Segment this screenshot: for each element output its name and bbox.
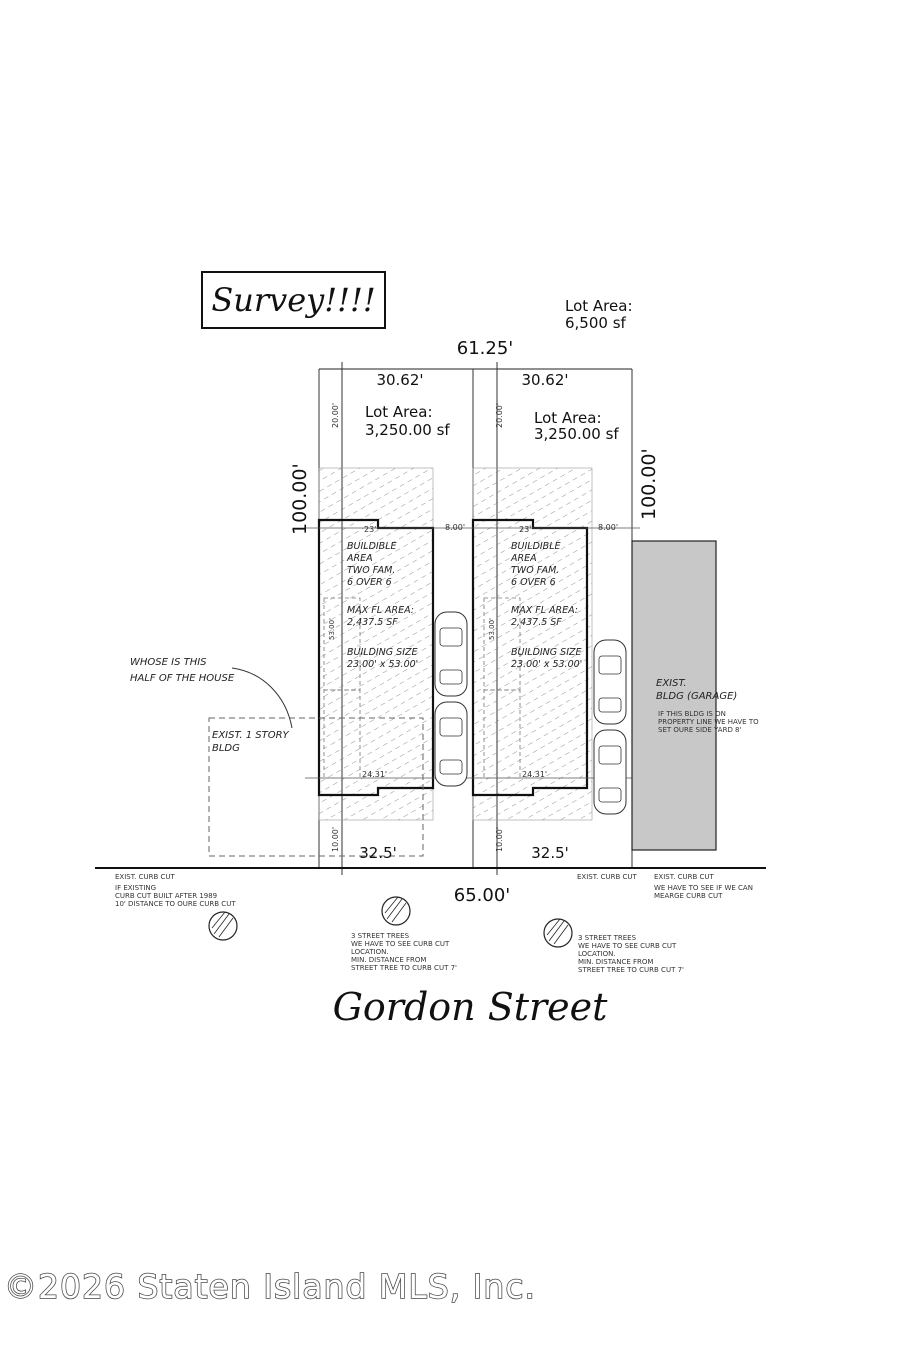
curb-note-left: EXIST. CURB CUT IF EXISTING CURB CUT BUI…: [115, 873, 236, 908]
existing-garage: [631, 540, 717, 851]
garage-note-3: SET OURE SIDE YARD 8': [658, 726, 742, 734]
lot-1-depth: 100.00': [289, 463, 311, 535]
lot-1-building-footprint: [317, 518, 435, 797]
lot-2-building-depth: 53.00': [488, 618, 496, 640]
lot-1-area-label: Lot Area:: [365, 403, 433, 421]
svg-text:MEARGE CURB CUT: MEARGE CURB CUT: [654, 892, 723, 900]
lot-1-side-yard-top: 8.00': [445, 523, 465, 532]
lot-2-side-yard-top: 8.00': [598, 523, 618, 532]
svg-text:23.00' x 53.00': 23.00' x 53.00': [347, 659, 418, 670]
overall-bottom-dimension: 65.00': [454, 885, 510, 906]
question-note-2: HALF OF THE HOUSE: [130, 673, 235, 684]
tree-note-1: 3 STREET TREES WE HAVE TO SEE CURB CUT L…: [351, 932, 457, 972]
svg-text:EXIST. CURB CUT: EXIST. CURB CUT: [654, 873, 715, 881]
question-note-1: WHOSE IS THIS: [130, 657, 207, 668]
garage-label-1: EXIST.: [656, 678, 687, 689]
svg-text:23.00' x 53.00': 23.00' x 53.00': [511, 659, 582, 670]
svg-text:6 OVER 6: 6 OVER 6: [347, 577, 392, 588]
svg-text:10' DISTANCE TO OURE CURB CUT: 10' DISTANCE TO OURE CURB CUT: [115, 900, 236, 908]
street-tree-icon: [381, 896, 411, 926]
curb-note-middle: EXIST. CURB CUT: [577, 873, 638, 881]
lot-1-hatched-area: [318, 467, 434, 821]
svg-text:TWO FAM.: TWO FAM.: [347, 565, 395, 576]
svg-text:3 STREET TREES: 3 STREET TREES: [578, 934, 637, 942]
lot-1-rear-yard: 20.00': [331, 403, 340, 428]
lot-1-dashed-outline-lower: [323, 689, 361, 779]
lot-2-top-width: 30.62': [521, 371, 568, 389]
lot-2-bottom-width: 32.5': [531, 844, 569, 862]
svg-text:CURB CUT BUILT AFTER 1989: CURB CUT BUILT AFTER 1989: [115, 892, 217, 900]
existing-building-label-2: BLDG: [212, 743, 240, 754]
svg-text:2,437.5 SF: 2,437.5 SF: [347, 617, 398, 628]
svg-text:AREA: AREA: [346, 553, 373, 564]
lot-1-bottom-width: 32.5': [359, 844, 397, 862]
lot-1-notes: BUILDIBLE AREA TWO FAM. 6 OVER 6 MAX FL …: [346, 541, 418, 670]
lot-1-front-yard: 10.00': [331, 827, 340, 852]
svg-text:WE HAVE TO SEE CURB CUT: WE HAVE TO SEE CURB CUT: [351, 940, 450, 948]
svg-text:WE HAVE TO SEE IF WE CAN: WE HAVE TO SEE IF WE CAN: [654, 884, 753, 892]
svg-text:AREA: AREA: [510, 553, 537, 564]
street-name: Gordon Street: [332, 985, 608, 1029]
curb-note-right: EXIST. CURB CUT WE HAVE TO SEE IF WE CAN…: [654, 873, 753, 900]
svg-text:BUILDING SIZE: BUILDING SIZE: [511, 647, 582, 658]
lot-2-dashed-outline: [483, 597, 521, 691]
lot-2-area-value: 3,250.00 sf: [534, 425, 619, 443]
lot-2-front-yard: 10.00': [495, 827, 504, 852]
svg-text:BUILDIBLE: BUILDIBLE: [347, 541, 397, 552]
svg-text:BUILDIBLE: BUILDIBLE: [511, 541, 561, 552]
lot-2-building-footprint: [471, 518, 589, 797]
existing-one-story-building: [208, 717, 424, 857]
lot-1-building-width: 23': [364, 525, 376, 534]
lot-1-top-width: 30.62': [376, 371, 423, 389]
street-tree-icon: [543, 918, 573, 948]
svg-text:MAX FL AREA:: MAX FL AREA:: [511, 605, 578, 616]
survey-title: Survey!!!!: [201, 271, 386, 329]
tree-note-2: 3 STREET TREES WE HAVE TO SEE CURB CUT L…: [578, 934, 684, 974]
garage-note-2: PROPERTY LINE WE HAVE TO: [658, 718, 759, 726]
lot-1-dashed-outline: [323, 597, 361, 691]
svg-text:EXIST. CURB CUT: EXIST. CURB CUT: [115, 873, 176, 881]
svg-text:MAX FL AREA:: MAX FL AREA:: [347, 605, 414, 616]
lot-2-notes: BUILDIBLE AREA TWO FAM. 6 OVER 6 MAX FL …: [510, 541, 582, 670]
svg-text:WE HAVE TO SEE CURB CUT: WE HAVE TO SEE CURB CUT: [578, 942, 677, 950]
svg-text:MIN. DISTANCE FROM: MIN. DISTANCE FROM: [578, 958, 653, 966]
svg-text:3 STREET TREES: 3 STREET TREES: [351, 932, 410, 940]
svg-text:STREET TREE TO CURB CUT 7': STREET TREE TO CURB CUT 7': [578, 966, 684, 974]
car-icon: [593, 729, 627, 815]
total-lot-area-label: Lot Area:: [565, 297, 633, 315]
lot-1-area-value: 3,250.00 sf: [365, 421, 450, 439]
overall-top-dimension: 61.25': [457, 338, 513, 359]
lot-1-building-depth: 53.00': [328, 618, 336, 640]
garage-note-1: IF THIS BLDG IS ON: [658, 710, 726, 718]
copyright-watermark: ©2026 Staten Island MLS, Inc.: [3, 1266, 536, 1307]
svg-text:6 OVER 6: 6 OVER 6: [511, 577, 556, 588]
svg-text:STREET TREE TO CURB CUT 7': STREET TREE TO CURB CUT 7': [351, 964, 457, 972]
lot-2-building-width-bottom: 24.31': [522, 770, 547, 779]
car-icon: [434, 611, 468, 697]
svg-text:MIN. DISTANCE FROM: MIN. DISTANCE FROM: [351, 956, 426, 964]
total-lot-area-value: 6,500 sf: [565, 314, 627, 332]
lot-2-area-label: Lot Area:: [534, 409, 602, 427]
car-icon: [593, 639, 627, 725]
lot-2-dashed-outline-lower: [483, 689, 521, 779]
svg-text:LOCATION.: LOCATION.: [351, 948, 389, 956]
lot-2-rear-yard: 20.00': [495, 403, 504, 428]
lot-2-depth: 100.00': [638, 448, 660, 520]
street-tree-icon: [208, 911, 238, 941]
lot-1-building-width-bottom: 24.31': [362, 770, 387, 779]
question-note-arrow: [231, 667, 293, 729]
lot-2-building-width: 23': [519, 525, 531, 534]
svg-text:TWO FAM.: TWO FAM.: [511, 565, 559, 576]
svg-text:LOCATION.: LOCATION.: [578, 950, 616, 958]
svg-text:2,437.5 SF: 2,437.5 SF: [511, 617, 562, 628]
car-icon: [434, 701, 468, 787]
existing-building-label-1: EXIST. 1 STORY: [212, 730, 290, 741]
svg-text:IF EXISTING: IF EXISTING: [115, 884, 156, 892]
garage-label-2: BLDG (GARAGE): [656, 691, 737, 702]
svg-text:BUILDING SIZE: BUILDING SIZE: [347, 647, 418, 658]
